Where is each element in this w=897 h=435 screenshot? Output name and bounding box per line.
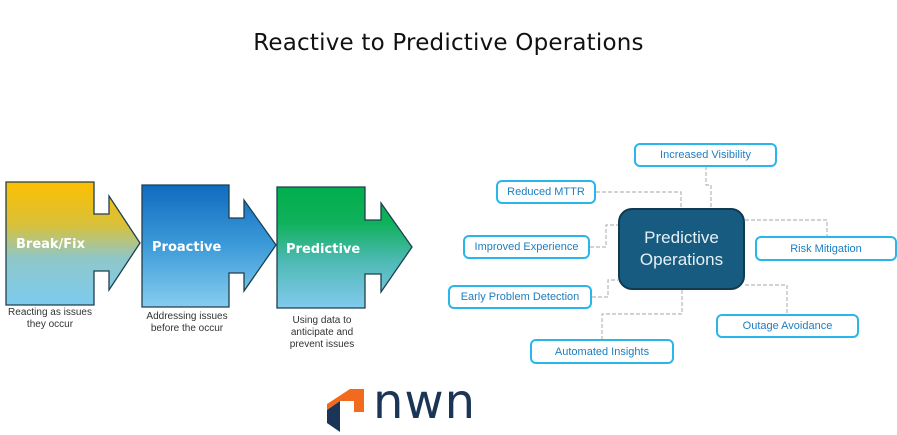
stage-caption-break-fix: Reacting as issues they occur: [0, 307, 100, 331]
nwn-logo-text: nwn: [373, 374, 477, 430]
caption-line: Reacting as issues: [8, 307, 92, 318]
connector-reduced-mttr: [596, 191, 682, 208]
logo-navy-block: [327, 401, 340, 432]
stage-proactive: Proactive: [141, 184, 277, 308]
stage-label: Break/Fix: [16, 237, 86, 252]
connector-increased-visibility: [705, 166, 712, 208]
node-automated-insights: Automated Insights: [530, 339, 674, 364]
node-improved-experience: Improved Experience: [463, 235, 590, 259]
stage-arrow-shape: [276, 186, 413, 309]
caption-line: prevent issues: [289, 339, 355, 350]
logo-orange-chevron: [327, 389, 364, 412]
node-increased-visibility: Increased Visibility: [634, 143, 777, 167]
stage-label: Proactive: [152, 240, 221, 255]
connector-outage-avoidance: [745, 284, 788, 313]
connector-improved-experience: [590, 224, 618, 248]
caption-line: before the occur: [150, 323, 224, 334]
mindmap-center-node: Predictive Operations: [618, 208, 745, 290]
connector-risk-mitigation: [745, 219, 828, 236]
nwn-logo-mark: [327, 389, 364, 432]
caption-line: they occur: [26, 319, 74, 330]
stage-arrow-shape: [141, 184, 277, 308]
node-outage-avoidance: Outage Avoidance: [716, 314, 859, 338]
caption-line: Addressing issues: [146, 311, 228, 322]
stage-caption-predictive: Using data to anticipate and prevent iss…: [272, 315, 372, 351]
stage-caption-proactive: Addressing issues before the occur: [137, 311, 237, 335]
page-title: Reactive to Predictive Operations: [253, 30, 644, 56]
stage-arrow-shape: [5, 181, 141, 306]
connector-automated-insights: [601, 290, 683, 339]
stage-label: Predictive: [286, 242, 360, 257]
caption-line: Using data to: [292, 315, 352, 326]
node-early-problem-detection: Early Problem Detection: [448, 285, 592, 309]
node-reduced-mttr: Reduced MTTR: [496, 180, 596, 204]
connector-early-problem-detection: [592, 279, 618, 298]
center-line: Operations: [639, 250, 724, 269]
stage-break-fix: Break/Fix: [5, 181, 141, 306]
mindmap-connectors: [590, 166, 828, 339]
caption-line: anticipate and: [290, 327, 354, 338]
center-line: Predictive: [644, 228, 719, 247]
node-risk-mitigation: Risk Mitigation: [755, 236, 897, 261]
stage-predictive: Predictive: [276, 186, 413, 309]
